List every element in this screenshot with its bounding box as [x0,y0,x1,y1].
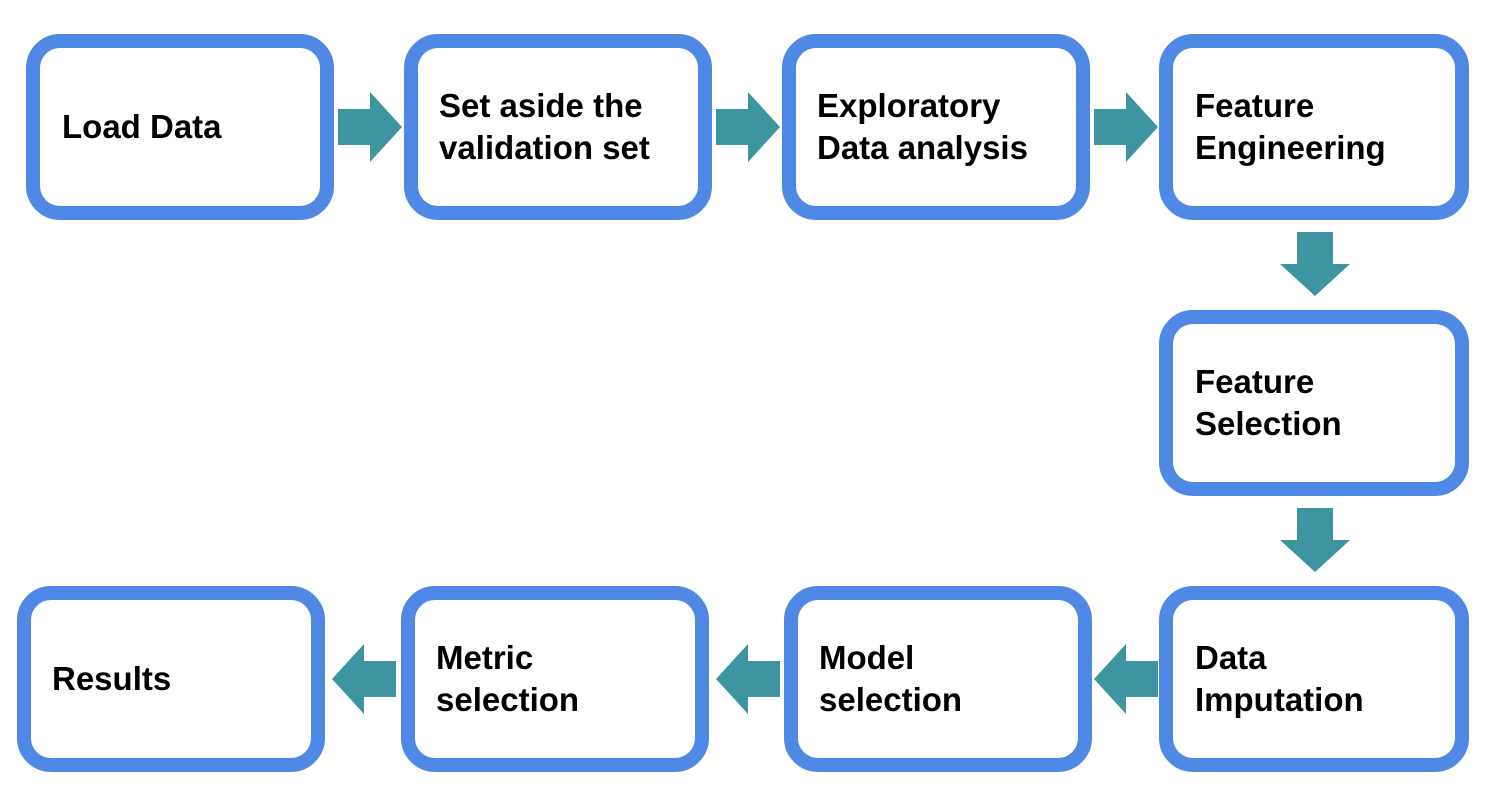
arrow-shape [1094,92,1158,162]
step-exploratory-data-analysis: Exploratory Data analysis [782,34,1090,220]
arrow-shape [1280,508,1350,572]
step-set-aside-validation: Set aside the validation set [404,34,712,220]
step-label: Set aside the validation set [439,87,650,166]
arrow-shape [1280,232,1350,296]
arrow-shape [1094,644,1158,714]
step-label: Exploratory Data analysis [817,87,1028,166]
arrow-shape [716,644,780,714]
step-label: Results [52,660,172,697]
step-label: Feature Selection [1195,363,1342,442]
arrow-right-icon [338,92,402,162]
step-label: Feature Engineering [1195,87,1386,166]
arrow-down-icon [1280,232,1350,296]
step-label: Data Imputation [1195,639,1364,718]
step-metric-selection: Metric selection [401,586,709,772]
step-label: Metric selection [436,639,580,718]
step-load-data: Load Data [26,34,334,220]
step-label: Load Data [62,108,222,145]
arrow-right-icon [1094,92,1158,162]
arrow-shape [716,92,780,162]
arrow-shape [332,644,396,714]
step-results: Results [17,586,325,772]
step-label: Model selection [819,639,963,718]
arrow-left-icon [332,644,396,714]
step-feature-engineering: Feature Engineering [1159,34,1469,220]
arrow-left-icon [1094,644,1158,714]
step-model-selection: Model selection [784,586,1092,772]
arrow-left-icon [716,644,780,714]
step-data-imputation: Data Imputation [1159,586,1469,772]
arrow-right-icon [716,92,780,162]
arrow-shape [338,92,402,162]
arrow-down-icon [1280,508,1350,572]
step-feature-selection: Feature Selection [1159,310,1469,496]
